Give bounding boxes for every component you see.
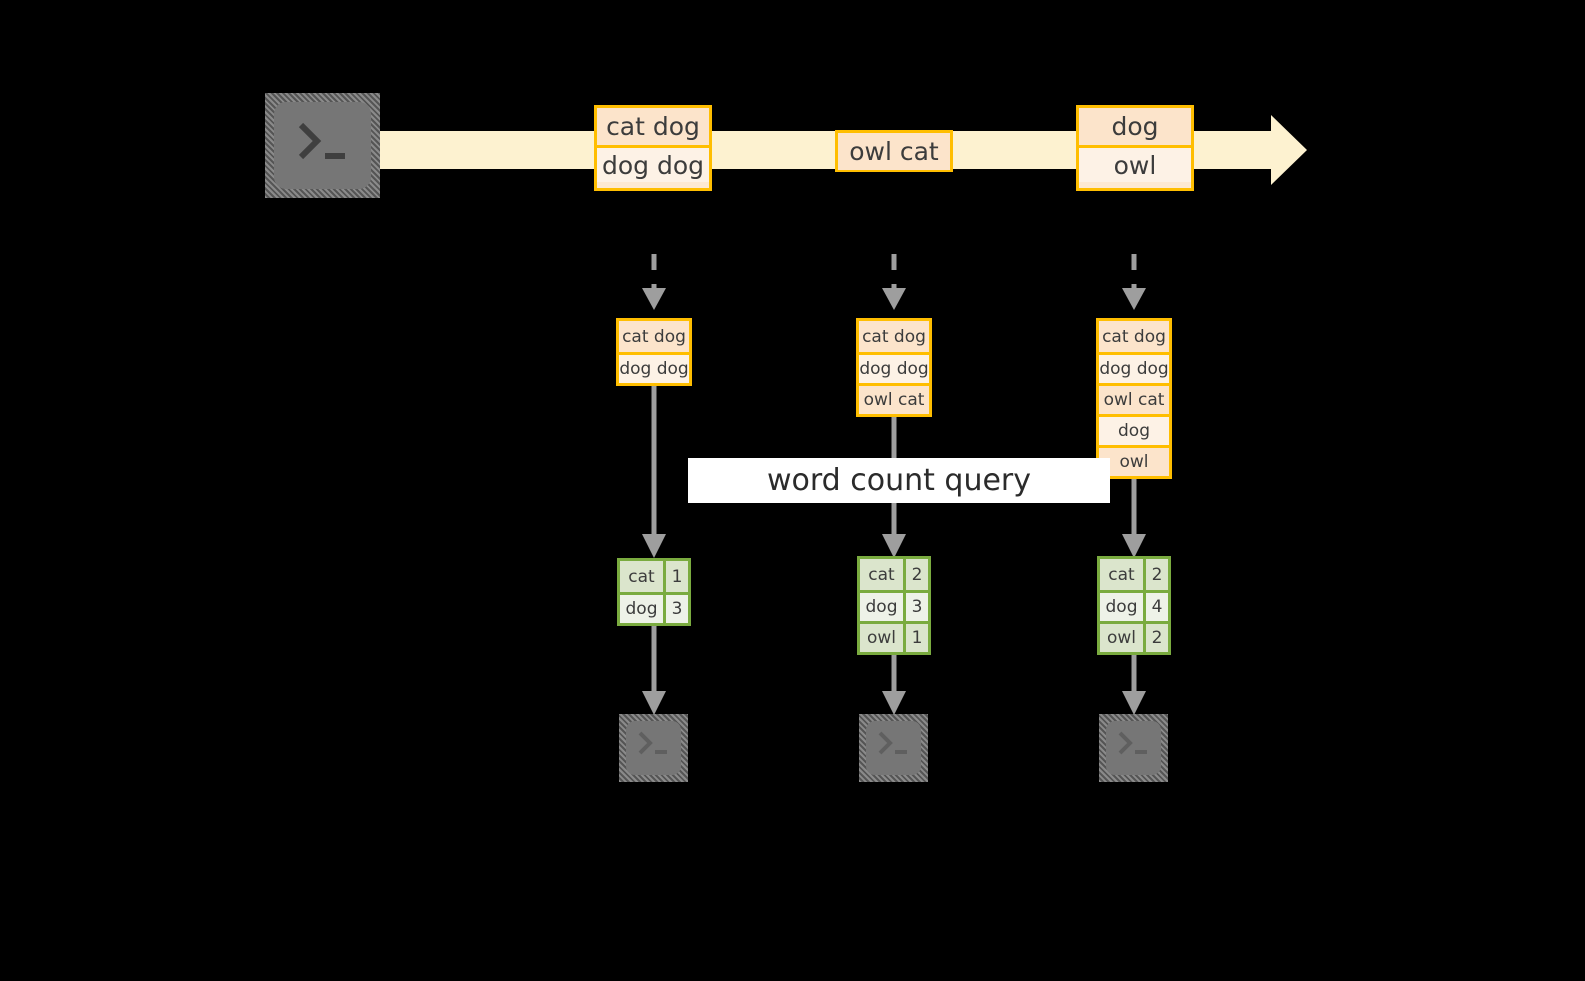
stream-record-line: dog [1079, 108, 1191, 145]
stream-record-line: owl [1079, 145, 1191, 182]
source-terminal-icon [265, 93, 380, 198]
query-banner: word count query [688, 458, 1110, 503]
result-count: 3 [671, 599, 683, 619]
log-line: owl cat [859, 383, 929, 414]
terminal-prompt-glyph [638, 731, 667, 755]
result-word: owl [1100, 624, 1146, 652]
table-row: dog 4 [1100, 590, 1168, 621]
log-line: dog dog [619, 352, 689, 383]
table-row: cat 2 [860, 559, 928, 590]
result-count: 1 [911, 628, 923, 648]
result-count: 2 [1151, 628, 1163, 648]
stream-record-line: owl cat [838, 133, 950, 170]
snapshot-3-inbound-arrow-icon [1122, 254, 1146, 310]
snapshot-3-result-table: cat 2 dog 4 owl 2 [1097, 556, 1171, 655]
result-count: 1 [671, 566, 683, 587]
log-line: dog dog [1099, 352, 1169, 383]
snapshot-3-sink-terminal-icon [1099, 714, 1168, 782]
table-row: owl 2 [1100, 621, 1168, 652]
result-word: dog [1100, 593, 1146, 621]
terminal-prompt-glyph [1118, 731, 1147, 755]
snapshot-2-sink-arrow-icon [882, 655, 906, 715]
table-row: cat 2 [1100, 559, 1168, 590]
snapshot-1-sink-terminal-icon [619, 714, 688, 782]
result-count: 4 [1151, 597, 1163, 617]
log-line: owl cat [1099, 383, 1169, 414]
table-row: owl 1 [860, 621, 928, 652]
stream-record-line: cat dog [597, 108, 709, 145]
log-line: cat dog [619, 321, 689, 352]
snapshot-2-inbound-arrow-icon [882, 254, 906, 310]
result-count: 2 [911, 564, 923, 585]
result-word: cat [1100, 559, 1146, 590]
result-word: cat [860, 559, 906, 590]
result-word: cat [620, 561, 666, 592]
terminal-prompt-glyph [298, 122, 345, 160]
result-word: owl [860, 624, 906, 652]
snapshot-1-log: cat dog dog dog [616, 318, 692, 386]
stream-record-line: dog dog [597, 145, 709, 182]
stream-arrowhead-icon [1271, 115, 1307, 185]
log-line: owl [1099, 445, 1169, 476]
stream-record-2: owl cat [835, 130, 953, 172]
result-count: 2 [1151, 564, 1163, 585]
snapshot-1-result-table: cat 1 dog 3 [617, 558, 691, 626]
log-line: dog dog [859, 352, 929, 383]
result-word: dog [620, 595, 666, 623]
stream-record-3: dog owl [1076, 105, 1194, 191]
stream-record-1: cat dog dog dog [594, 105, 712, 191]
snapshot-3-query-arrow-icon [1122, 479, 1146, 558]
snapshot-2-log: cat dog dog dog owl cat [856, 318, 932, 417]
query-banner-label: word count query [766, 463, 1032, 498]
snapshot-2-sink-terminal-icon [859, 714, 928, 782]
snapshot-2-result-table: cat 2 dog 3 owl 1 [857, 556, 931, 655]
log-line: cat dog [859, 321, 929, 352]
table-row: dog 3 [860, 590, 928, 621]
result-count: 3 [911, 597, 923, 617]
snapshot-3-log: cat dog dog dog owl cat dog owl [1096, 318, 1172, 479]
table-row: cat 1 [620, 561, 688, 592]
result-word: dog [860, 593, 906, 621]
snapshot-3-sink-arrow-icon [1122, 655, 1146, 715]
log-line: cat dog [1099, 321, 1169, 352]
terminal-prompt-glyph [878, 731, 907, 755]
snapshot-1-query-arrow-icon [642, 386, 666, 558]
snapshot-1-sink-arrow-icon [642, 626, 666, 715]
table-row: dog 3 [620, 592, 688, 623]
log-line: dog [1099, 414, 1169, 445]
snapshot-1-inbound-arrow-icon [642, 254, 666, 310]
